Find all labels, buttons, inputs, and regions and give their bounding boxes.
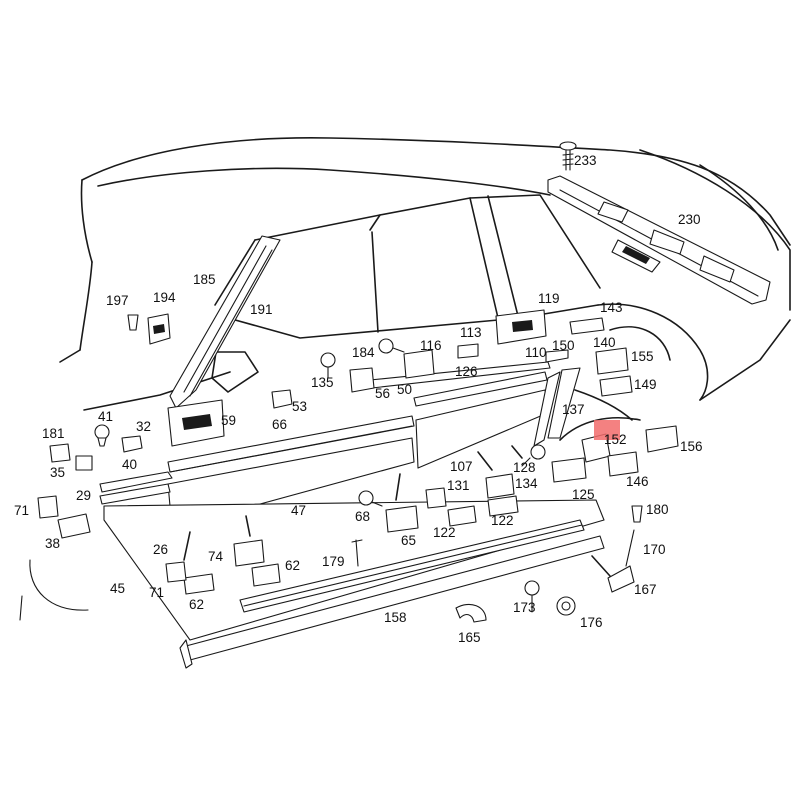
- label-143: 143: [600, 300, 623, 315]
- label-26: 26: [153, 542, 168, 557]
- label-126: 126: [455, 364, 478, 379]
- label-59: 59: [221, 413, 236, 428]
- label-107: 107: [450, 459, 473, 474]
- label-29: 29: [76, 488, 91, 503]
- a-pillar-trim: [169, 235, 281, 409]
- label-122-left: 122: [433, 525, 456, 540]
- label-35: 35: [50, 465, 65, 480]
- screw-233: [559, 141, 577, 171]
- rear-arch-trim: [533, 367, 641, 447]
- label-122-right: 122: [491, 513, 514, 528]
- label-197: 197: [106, 293, 129, 308]
- label-131: 131: [447, 478, 470, 493]
- label-62-bottom: 62: [189, 597, 204, 612]
- label-230: 230: [678, 212, 701, 227]
- label-194: 194: [153, 290, 176, 305]
- rocker-panel: [103, 499, 605, 669]
- label-113: 113: [460, 325, 482, 340]
- label-185: 185: [193, 272, 216, 287]
- label-116: 116: [420, 338, 442, 353]
- label-71-left: 71: [14, 503, 29, 518]
- label-173: 173: [513, 600, 536, 615]
- label-125: 125: [572, 487, 595, 502]
- label-184: 184: [352, 345, 375, 360]
- label-74: 74: [208, 549, 224, 564]
- label-152: 152: [604, 432, 627, 447]
- part-labels: 233 230 185 191 197 194 119 143 113 116 …: [14, 153, 703, 645]
- highlight-marker: [594, 420, 620, 440]
- label-140: 140: [593, 335, 616, 350]
- label-135: 135: [311, 375, 334, 390]
- car-body-outline: [19, 137, 791, 621]
- label-134: 134: [515, 476, 538, 491]
- label-179: 179: [322, 554, 345, 569]
- label-158: 158: [384, 610, 407, 625]
- label-149: 149: [634, 377, 657, 392]
- label-110: 110: [525, 345, 547, 360]
- label-68: 68: [355, 509, 370, 524]
- label-176: 176: [580, 615, 603, 630]
- label-156: 156: [680, 439, 703, 454]
- label-128: 128: [513, 460, 536, 475]
- label-137: 137: [562, 402, 585, 417]
- label-165: 165: [458, 630, 481, 645]
- label-56: 56: [375, 386, 390, 401]
- label-233: 233: [574, 153, 597, 168]
- label-32: 32: [136, 419, 151, 434]
- label-53: 53: [292, 399, 307, 414]
- label-40: 40: [122, 457, 137, 472]
- label-62-right: 62: [285, 558, 300, 573]
- roof-rail: [547, 175, 771, 305]
- label-180: 180: [646, 502, 669, 517]
- label-45: 45: [110, 581, 125, 596]
- label-155: 155: [631, 349, 654, 364]
- label-191: 191: [250, 302, 273, 317]
- label-167: 167: [634, 582, 657, 597]
- clip-parts: [37, 309, 679, 623]
- label-146: 146: [626, 474, 649, 489]
- label-41: 41: [98, 409, 113, 424]
- label-170: 170: [643, 542, 666, 557]
- label-66: 66: [272, 417, 287, 432]
- label-119: 119: [538, 291, 560, 306]
- label-181: 181: [42, 426, 65, 441]
- label-47: 47: [291, 503, 306, 518]
- label-50: 50: [397, 382, 412, 397]
- label-38: 38: [45, 536, 60, 551]
- label-65: 65: [401, 533, 416, 548]
- label-150: 150: [552, 338, 575, 353]
- label-71-bottom: 71: [149, 585, 164, 600]
